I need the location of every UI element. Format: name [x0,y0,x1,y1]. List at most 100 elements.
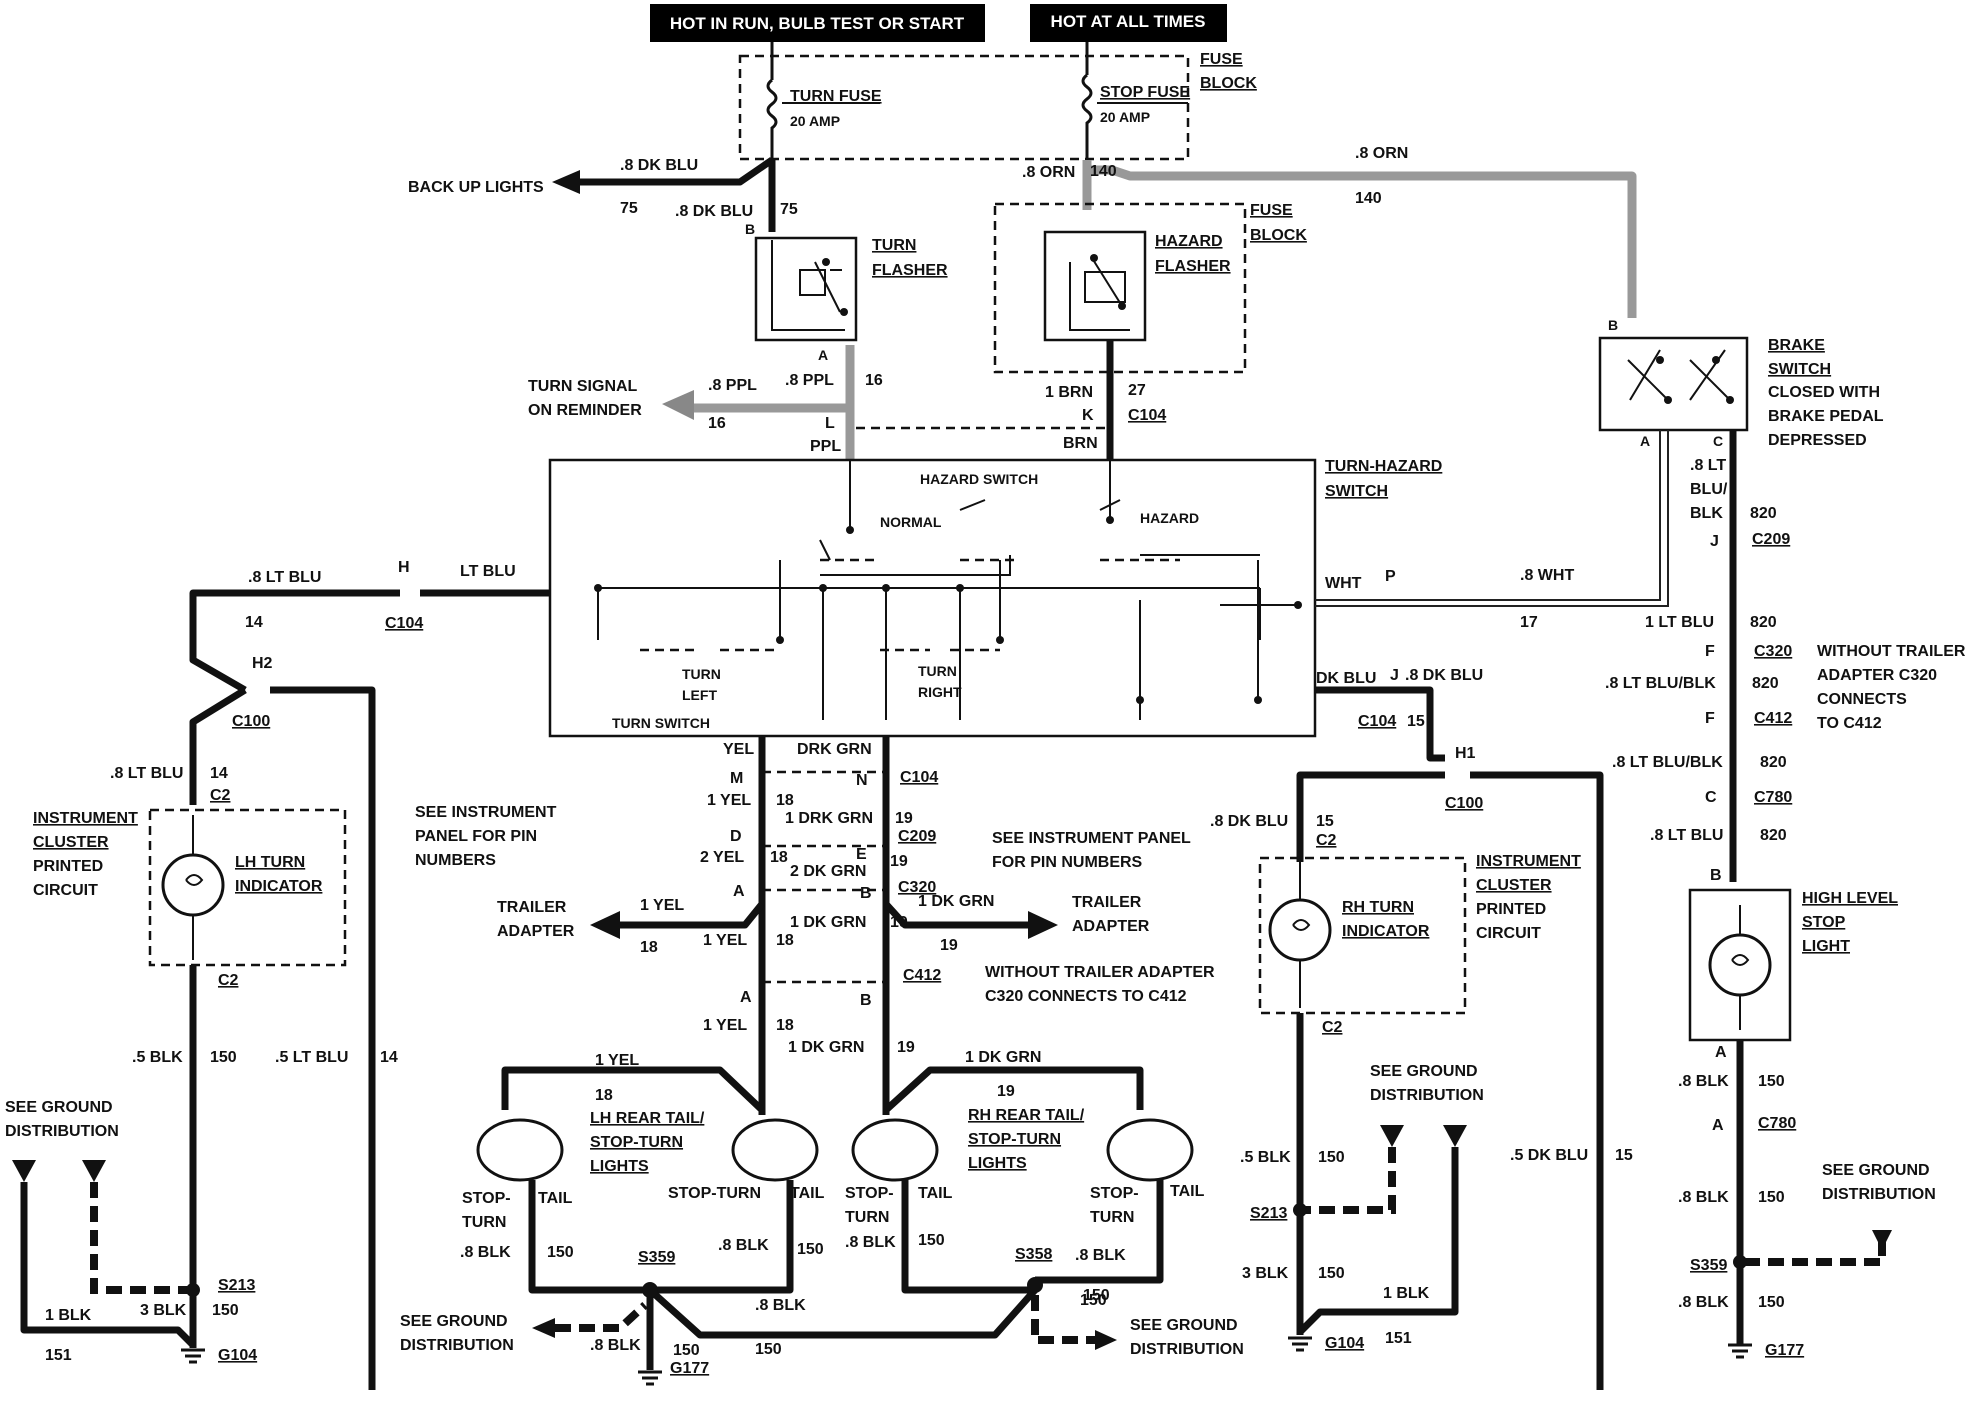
wire-number: 27 [1128,382,1146,399]
see-instrument-note-5: FOR PIN NUMBERS [992,854,1143,871]
turn-fuse-amp: 20 AMP [790,113,840,129]
ground-note-4: DISTRIBUTION [1130,1341,1244,1358]
connector-label: C100 [232,713,270,730]
wire-number: 820 [1750,614,1777,631]
wire-number: 18 [776,1017,794,1034]
wire-label: 1 YEL [703,1017,747,1034]
wire-label: 1 DK GRN [788,1039,864,1056]
wire-number: 820 [1752,675,1779,692]
wire-number: 150 [1758,1073,1785,1090]
see-instrument-note-3: NUMBERS [415,852,496,869]
turn-signal-label: TURN SIGNAL [528,378,638,395]
wire-label: .8 PPL [708,377,757,394]
lamp-label: TAIL [538,1190,573,1207]
fuse-block-2-label-2: BLOCK [1250,227,1307,244]
wire-number: 820 [1750,505,1777,522]
cluster-label-3: PRINTED [1476,901,1546,918]
see-instrument-note: SEE INSTRUMENT [415,804,557,821]
wire-number: 150 [1318,1265,1345,1282]
cluster-label-2: CLUSTER [33,834,109,851]
lamp-label: TAIL [790,1185,825,1202]
wire-label: .8 LT BLU [248,569,321,586]
lamp-label: STOP- [845,1185,894,1202]
turn-left-label: TURN [682,666,721,682]
wire-number: 16 [865,372,883,389]
wire-label: .8 BLK [845,1234,896,1251]
wire-number: 18 [595,1087,613,1104]
wire-number: 150 [1080,1292,1107,1309]
see-instrument-note-2: PANEL FOR PIN [415,828,537,845]
pin-label: A [818,347,828,363]
wire-label: 1 DRK GRN [785,810,873,827]
turn-flasher-label: TURN [872,237,916,254]
lamp-label: TURN [462,1214,506,1231]
pin-label: L [825,415,835,432]
trailer-note-4: TO C412 [1817,715,1882,732]
connector-label: C320 [1754,643,1792,660]
wire-color: LT BLU [460,563,516,580]
lamp-label: STOP-TURN [668,1185,761,1202]
rh-lamp-inner [851,1118,939,1182]
fuse-block-label-2: BLOCK [1200,75,1257,92]
stop-fuse-amp: 20 AMP [1100,109,1150,125]
connector-label: C780 [1754,789,1792,806]
connector-label: C2 [1322,1019,1343,1036]
wire-label: 3 BLK [1242,1265,1289,1282]
brake-switch-label-3: CLOSED WITH [1768,384,1880,401]
wire-number: 19 [890,853,908,870]
pin-label: A [733,883,745,900]
pin-label: P [1385,568,1396,585]
connector-label: C209 [1752,531,1790,548]
cluster-label: INSTRUMENT [33,810,138,827]
wire-label: .8 BLK [1678,1294,1729,1311]
wire-number: 18 [776,932,794,949]
pin-label: C [1705,789,1717,806]
connector-label: C2 [218,972,239,989]
fuse-block-label: FUSE [1200,51,1243,68]
lamp-label: TAIL [1170,1183,1205,1200]
wire-label: 1 YEL [640,897,684,914]
wire-label: .8 LT [1690,457,1726,474]
trailer-adapter-left: TRAILER [497,899,567,916]
pin-label: D [730,828,742,845]
brake-switch-label-2: SWITCH [1768,361,1831,378]
hazard-flasher-label-2: FLASHER [1155,258,1231,275]
lh-rear-label-2: STOP-TURN [590,1134,683,1151]
ground-note: SEE GROUND [1370,1063,1478,1080]
wire-number: 820 [1760,754,1787,771]
pin-label: H [398,559,410,576]
lh-instrument-cluster [148,808,347,967]
wire-number: 19 [890,914,908,931]
wire-label: .8 DK BLU [1210,813,1288,830]
wire-label: .8 LT BLU/BLK [1612,754,1723,771]
high-stop-label-2: STOP [1802,914,1846,931]
wire-number: 150 [1083,1287,1110,1304]
wire-label: .8 ORN [1355,145,1408,162]
wire-number: 150 [1758,1294,1785,1311]
hazard-flasher [1043,230,1147,342]
hot-run-banner [650,4,985,42]
wire-label: .8 DK BLU [620,157,698,174]
lh-lamp-inner [731,1118,819,1182]
cluster-label-2: CLUSTER [1476,877,1552,894]
rh-lamp-outer [1106,1118,1194,1182]
wire-number: 15 [1316,813,1334,830]
wire-number: 151 [45,1347,72,1364]
wire-number: 150 [755,1341,782,1358]
connector-label: C2 [1316,832,1337,849]
wire-number: 14 [245,614,263,631]
lh-indicator-label-2: INDICATOR [235,878,323,895]
wire-number: 15 [1407,713,1425,730]
splice-label: S359 [1690,1257,1727,1274]
wire-label: .8 BLK [460,1244,511,1261]
wire-number: 150 [797,1241,824,1258]
ground-label: G177 [1765,1342,1804,1359]
lh-lamp-outer [476,1118,564,1182]
pin-label: A [740,989,752,1006]
hazard-flasher-label: HAZARD [1155,233,1223,250]
turn-hazard-switch [548,458,1317,738]
turn-signal-label-2: ON REMINDER [528,402,642,419]
turn-fuse-label: TURN FUSE [790,88,882,105]
pin-label: B [860,885,872,902]
